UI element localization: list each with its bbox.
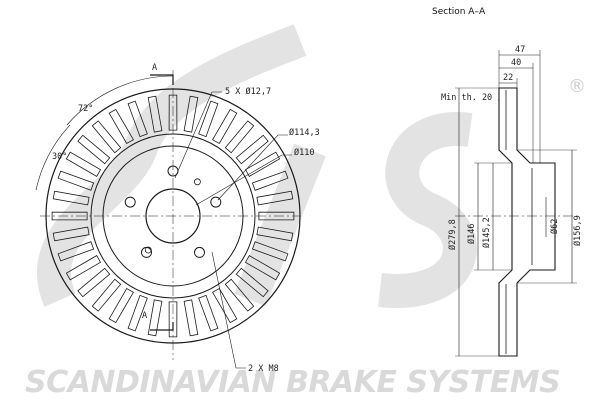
- width-label-40: 40: [511, 58, 521, 68]
- cooling-vane: [251, 170, 289, 191]
- dia-label-279: Ø279,8: [447, 219, 458, 250]
- bolt-hole: [194, 246, 205, 258]
- cooling-vane: [91, 278, 122, 312]
- threaded-hole: [193, 178, 201, 186]
- cooling-vane: [251, 241, 289, 262]
- hole-callout-label: 5 X Ø12,7: [225, 86, 271, 97]
- min-thickness-label: Min th. 20: [441, 93, 492, 103]
- section-arrow-top: [150, 74, 174, 85]
- angle-arc-72: [66, 75, 174, 126]
- angle-label-30: 30°: [52, 152, 67, 162]
- width-label-22: 22: [503, 73, 513, 83]
- cooling-vane: [77, 134, 111, 165]
- hub-bore-label: Ø110: [294, 147, 314, 158]
- threaded-hole: [144, 246, 152, 254]
- cooling-vane: [127, 100, 148, 138]
- cooling-vane: [51, 211, 88, 221]
- cooling-vane: [57, 241, 95, 262]
- dia-label-156: Ø156,9: [572, 215, 583, 246]
- section-arrow-bottom: [150, 322, 174, 331]
- cooling-vane: [183, 299, 199, 337]
- sbs-logo-watermark: [37, 24, 477, 308]
- cooling-vane: [235, 267, 269, 298]
- cooling-vane: [65, 151, 102, 177]
- bolt-hole: [124, 196, 136, 208]
- dia-label-145: Ø145,2: [481, 217, 492, 248]
- cooling-vane: [52, 190, 90, 206]
- threads-label: 2 X M8: [248, 364, 279, 374]
- section-label-bottom: A: [142, 311, 147, 321]
- cooling-vanes: [51, 94, 295, 338]
- bolt-holes: [124, 165, 222, 258]
- cooling-vane: [168, 301, 178, 338]
- watermark: SCANDINAVIAN BRAKE SYSTEMS ®: [25, 24, 586, 400]
- bolt-hole: [210, 196, 222, 208]
- section-title: Section A–A: [432, 7, 486, 17]
- cooling-vane: [168, 94, 178, 131]
- angle-arc-30: [35, 124, 71, 191]
- cooling-vane: [91, 120, 122, 154]
- leader-pcd: [217, 134, 288, 201]
- cooling-vane: [183, 95, 199, 133]
- dia-label-146: Ø146: [466, 224, 477, 244]
- cooling-vane: [224, 120, 255, 154]
- cooling-vane: [212, 287, 238, 324]
- hub-bore: [145, 188, 201, 244]
- leader-hole-callout: [174, 91, 222, 179]
- leader-hub-bore: [195, 154, 292, 206]
- cooling-vane: [212, 108, 238, 145]
- cooling-vane: [258, 211, 295, 221]
- cooling-vane: [256, 190, 294, 206]
- pcd-label: Ø114,3: [289, 127, 320, 138]
- cooling-vane: [65, 255, 102, 281]
- cooling-vane: [147, 95, 163, 133]
- watermark-tagline: SCANDINAVIAN BRAKE SYSTEMS: [25, 365, 560, 400]
- width-label-47: 47: [515, 45, 525, 55]
- disc-section-view: [455, 50, 580, 357]
- cooling-vane: [57, 170, 95, 191]
- cooling-vane: [147, 299, 163, 337]
- registered-mark: ®: [568, 76, 586, 97]
- cooling-vane: [244, 151, 281, 177]
- cooling-vane: [224, 278, 255, 312]
- leader-threads: [211, 251, 246, 369]
- disc-front-view: [35, 70, 301, 369]
- dia-label-62: Ø62: [549, 219, 560, 234]
- section-label-top: A: [152, 63, 157, 73]
- cooling-vane: [77, 267, 111, 298]
- cooling-vane: [244, 255, 281, 281]
- cooling-vane: [108, 108, 134, 145]
- cooling-vane: [235, 134, 269, 165]
- section-outline: [498, 87, 556, 357]
- cooling-vane: [52, 226, 90, 242]
- cooling-vane: [256, 226, 294, 242]
- cooling-vane: [198, 294, 219, 332]
- angle-label-72: 72°: [78, 104, 93, 114]
- cooling-vane: [108, 287, 134, 324]
- cooling-vane: [127, 294, 148, 332]
- cooling-vane: [198, 100, 219, 138]
